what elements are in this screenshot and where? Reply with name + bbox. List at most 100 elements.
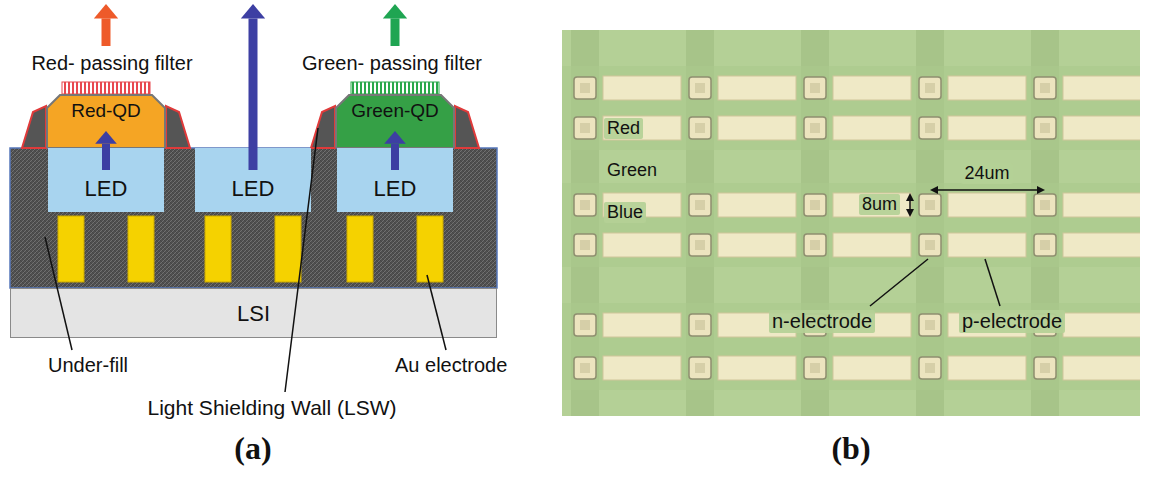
n-electrode-pad [689, 314, 711, 336]
lsi-chip: LSI [10, 288, 497, 338]
n-electrode-core [810, 123, 820, 133]
node-label: LED [232, 176, 275, 201]
n-electrode-core [925, 83, 935, 93]
qd-outline [47, 95, 165, 148]
au-electrode [58, 216, 84, 282]
light-shielding-wall [455, 106, 479, 148]
p-electrode-pad [1063, 193, 1140, 217]
filter-label: Red- passing filter [31, 52, 192, 75]
p-electrode-pad [603, 313, 681, 337]
n-electrode-pad [919, 117, 941, 139]
n-electrode-core [810, 363, 820, 373]
au-electrode [417, 216, 443, 282]
n-electrode-core [925, 320, 935, 330]
micrograph-ground [562, 30, 1140, 416]
n-electrode-core [580, 363, 590, 373]
p-electrode-pad [1063, 233, 1140, 257]
p-electrode-pad [603, 116, 681, 140]
filter-label: Green- passing filter [302, 52, 482, 75]
node-label: LED [374, 176, 417, 201]
n-electrode-pad [574, 357, 596, 379]
part-label: n-electrode [769, 310, 875, 333]
au-electrode [347, 216, 373, 282]
p-electrode-pad [718, 116, 796, 140]
pixel-row [562, 183, 1140, 267]
panel-label: (a) [234, 430, 271, 467]
leader-line [285, 128, 318, 392]
p-electrode-pad [948, 193, 1026, 217]
red-light-arrow [102, 18, 111, 46]
n-electrode-core [810, 240, 820, 250]
red-light-arrow-head [94, 4, 118, 18]
n-electrode-pad [574, 77, 596, 99]
n-electrode-core [695, 83, 705, 93]
p-electrode-pad [948, 76, 1026, 100]
n-electrode-core [695, 123, 705, 133]
color-filter [351, 82, 439, 94]
n-electrode-pad [919, 77, 941, 99]
n-electrode-core [580, 240, 590, 250]
node-label: Green-QD [351, 100, 439, 122]
n-electrode-core [580, 123, 590, 133]
n-electrode-pad [574, 234, 596, 256]
n-electrode-core [1040, 363, 1050, 373]
p-electrode-pad [603, 356, 681, 380]
n-electrode-pad [919, 357, 941, 379]
blue-excitation-arrow-head [384, 131, 406, 144]
p-electrode-pad [718, 76, 796, 100]
part-label: Au electrode [395, 354, 507, 377]
au-electrode [275, 216, 301, 282]
n-electrode-pad [1034, 357, 1056, 379]
n-electrode-pad [804, 234, 826, 256]
p-electrode-pad [833, 233, 911, 257]
light-shielding-wall [22, 106, 46, 148]
n-electrode-core [580, 200, 590, 210]
n-electrode-pad [574, 194, 596, 216]
n-electrode-pad [804, 357, 826, 379]
n-electrode-pad [689, 77, 711, 99]
n-electrode-core [810, 83, 820, 93]
n-electrode-pad [804, 194, 826, 216]
color-filter [62, 82, 150, 94]
n-electrode-core [810, 200, 820, 210]
light-shielding-wall [311, 106, 335, 148]
n-electrode-core [1040, 240, 1050, 250]
n-electrode-pad [1034, 234, 1056, 256]
part-label: p-electrode [959, 310, 1065, 333]
blue-excitation-arrow-head [95, 131, 117, 144]
n-electrode-pad [689, 117, 711, 139]
blue-excitation-arrow [391, 144, 399, 170]
row-label: Green [604, 160, 660, 181]
p-electrode-pad [948, 116, 1026, 140]
leader-line [985, 259, 1000, 306]
p-electrode-pad [603, 233, 681, 257]
n-electrode-pad [804, 77, 826, 99]
n-electrode-core [695, 320, 705, 330]
dimension-arrowhead [906, 193, 914, 201]
n-electrode-pad [574, 314, 596, 336]
node-label: LED [85, 176, 128, 201]
p-electrode-pad [948, 233, 1026, 257]
dimension-label: 24um [961, 163, 1012, 184]
n-electrode-pad [804, 117, 826, 139]
p-electrode-pad [1063, 76, 1140, 100]
dimension-arrowhead [1037, 186, 1045, 194]
n-electrode-core [695, 200, 705, 210]
n-electrode-core [695, 363, 705, 373]
blue-light-arrow-head [241, 4, 265, 18]
row-label: Blue [604, 202, 646, 223]
leader-line [870, 259, 928, 306]
n-electrode-pad [689, 194, 711, 216]
dimension-line [909, 201, 911, 209]
n-electrode-pad [1034, 194, 1056, 216]
au-electrode [128, 216, 154, 282]
n-electrode-pad [1034, 117, 1056, 139]
part-label: Light Shielding Wall (LSW) [148, 396, 397, 420]
p-electrode-pad [1063, 116, 1140, 140]
green-light-arrow [391, 18, 400, 46]
light-shielding-wall [166, 106, 190, 148]
n-electrode-core [1040, 83, 1050, 93]
p-electrode-pad [718, 193, 796, 217]
node-label: Red-QD [71, 100, 141, 122]
